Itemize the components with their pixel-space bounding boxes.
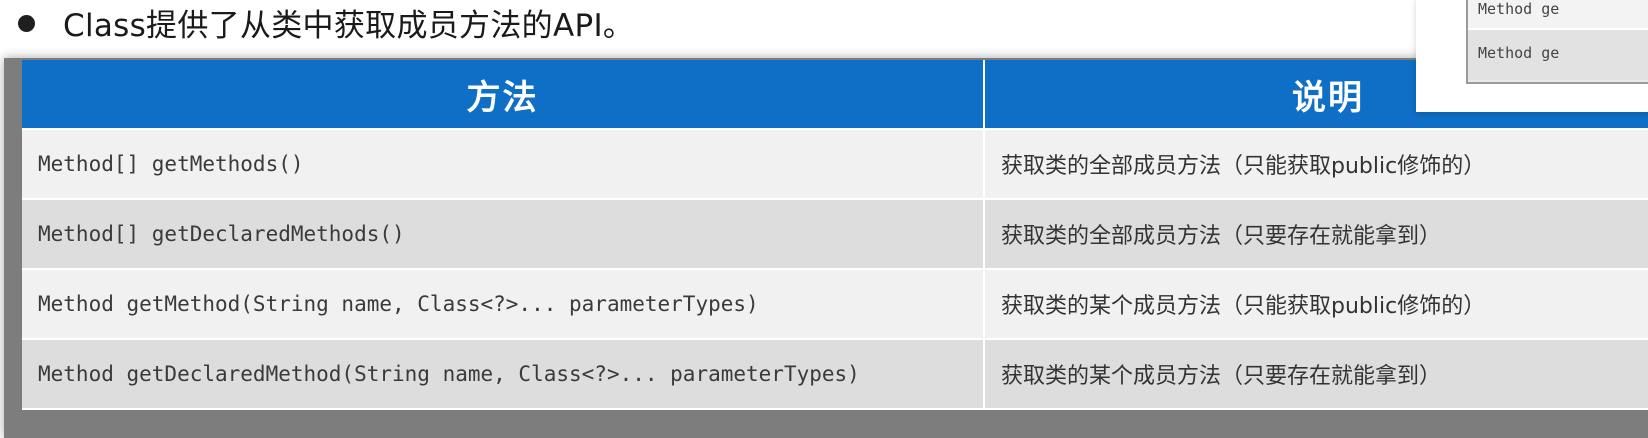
method-description: 获取类的某个成员方法（只能获取public修饰的） — [984, 269, 1648, 340]
method-signature: Method[] getMethods() — [22, 129, 985, 200]
header-method: 方法 — [22, 60, 985, 130]
overlay-preview-panel: Method ge Method ge — [1416, 0, 1648, 112]
overlay-row: Method ge — [1468, 0, 1648, 28]
table-row: Method[] getDeclaredMethods() 获取类的全部成员方法… — [22, 199, 1648, 270]
table-header-row: 方法 说明 — [22, 60, 1648, 130]
method-signature: Method getDeclaredMethod(String name, Cl… — [22, 339, 985, 410]
bullet-dot-icon — [18, 14, 35, 32]
table-row: Method[] getMethods() 获取类的全部成员方法（只能获取pub… — [22, 129, 1648, 200]
method-description: 获取类的某个成员方法（只要存在就能拿到） — [984, 339, 1648, 410]
method-api-table: 方法 说明 Method[] getMethods() 获取类的全部成员方法（只… — [22, 60, 1648, 410]
overlay-preview-table: Method ge Method ge — [1466, 0, 1648, 84]
table-row: Method getDeclaredMethod(String name, Cl… — [22, 339, 1648, 410]
overlay-row: Method ge — [1468, 28, 1648, 80]
bullet-text: Class提供了从类中获取成员方法的API。 — [63, 7, 635, 44]
method-description: 获取类的全部成员方法（只能获取public修饰的） — [984, 129, 1648, 200]
table-row: Method getMethod(String name, Class<?>..… — [22, 269, 1648, 340]
method-description: 获取类的全部成员方法（只要存在就能拿到） — [984, 199, 1648, 270]
bullet-point: Class提供了从类中获取成员方法的API。 — [18, 0, 634, 44]
method-signature: Method getMethod(String name, Class<?>..… — [22, 269, 985, 340]
method-signature: Method[] getDeclaredMethods() — [22, 199, 985, 270]
